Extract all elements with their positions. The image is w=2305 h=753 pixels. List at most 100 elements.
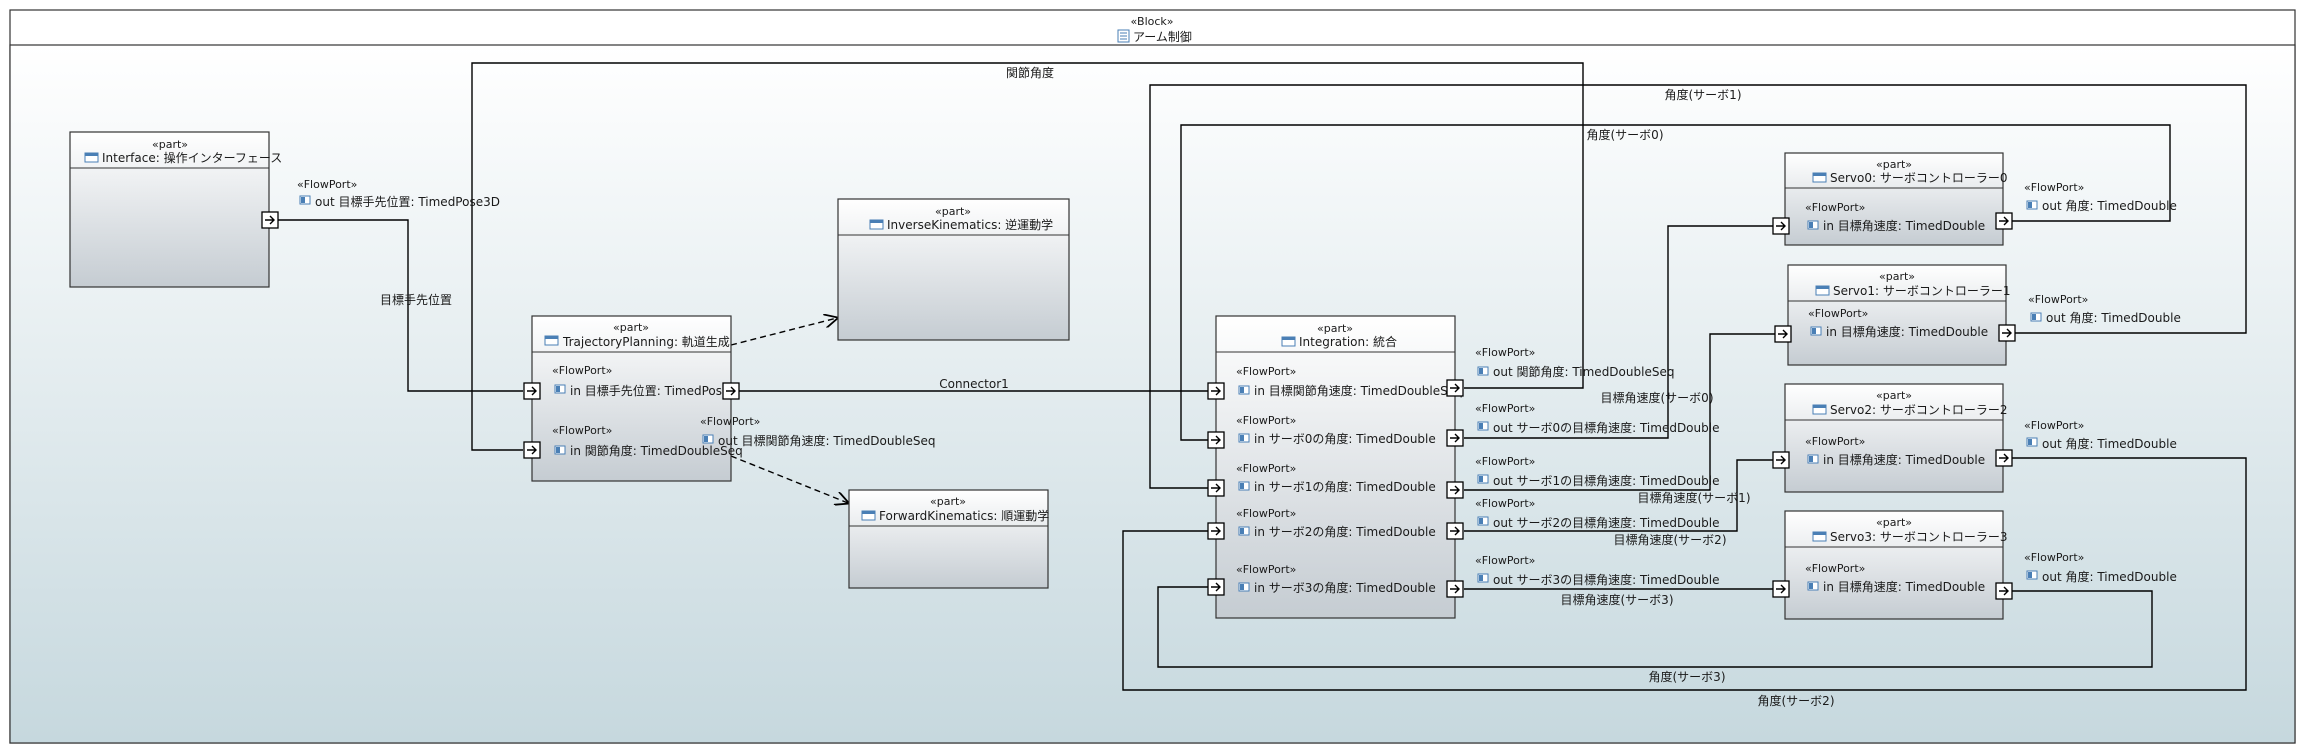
dependency-inverse[interactable]	[730, 318, 837, 346]
connector-vel-s1[interactable]	[1464, 333, 1775, 491]
connector-angle-s1[interactable]	[1149, 84, 2247, 489]
port-icon	[554, 445, 566, 455]
label-connector1: Connector1	[939, 377, 1009, 391]
block-icon	[1117, 29, 1130, 43]
flowport-stereotype: «FlowPort»	[1475, 346, 1535, 359]
port-int-in-s3[interactable]	[1207, 578, 1225, 596]
port-int-in-s2[interactable]	[1207, 522, 1225, 540]
port-iface-out[interactable]	[261, 211, 279, 229]
connector-angle-s0[interactable]	[1180, 124, 2171, 441]
port-label-int-out-s0: out サーボ0の目標角速度: TimedDouble	[1493, 420, 1719, 435]
part-icon	[544, 335, 559, 346]
connector-angle-s3[interactable]	[1157, 586, 2153, 668]
port-int-in-s0[interactable]	[1207, 431, 1225, 449]
port-traj-in-pos[interactable]	[523, 382, 541, 400]
part-stereotype: «part»	[935, 205, 971, 218]
flowport-stereotype: «FlowPort»	[700, 415, 760, 428]
part-servo1[interactable]: «part» Servo1: サーボコントローラー1 «FlowPort» in…	[1787, 264, 2011, 366]
flowport-stereotype: «FlowPort»	[1808, 307, 1868, 320]
part-servo3[interactable]: «part» Servo3: サーボコントローラー3 «FlowPort» in…	[1784, 510, 2008, 620]
flowport-stereotype: «FlowPort»	[2024, 551, 2084, 564]
port-icon	[1477, 366, 1489, 376]
port-int-in-target[interactable]	[1207, 382, 1225, 400]
port-label-int-in-s2: in サーボ2の角度: TimedDouble	[1254, 524, 1436, 539]
part-stereotype: «part»	[152, 138, 188, 151]
flowport-stereotype: «FlowPort»	[1236, 365, 1296, 378]
part-stereotype: «part»	[613, 321, 649, 334]
port-traj-in-angle[interactable]	[523, 441, 541, 459]
connector-vel-s0[interactable]	[1464, 225, 1773, 439]
label-vel-s2: 目標角速度(サーボ2)	[1614, 532, 1727, 547]
port-icon	[1810, 326, 1822, 336]
port-int-out-angle[interactable]	[1446, 379, 1464, 397]
part-stereotype: «part»	[1876, 389, 1912, 402]
part-title: Servo3: サーボコントローラー3	[1830, 530, 2008, 544]
port-label-iface-out: out 目標手先位置: TimedPose3D	[315, 194, 500, 209]
part-forward[interactable]: «part» ForwardKinematics: 順運動学	[848, 489, 1049, 589]
port-label-servo0-out: out 角度: TimedDouble	[2042, 198, 2177, 213]
port-int-out-s1[interactable]	[1446, 481, 1464, 499]
label-angle-s1: 角度(サーボ1)	[1665, 87, 1742, 102]
label-vel-s0: 目標角速度(サーボ0)	[1601, 390, 1714, 405]
part-icon	[1812, 172, 1827, 183]
label-angle-s0: 角度(サーボ0)	[1587, 127, 1664, 142]
part-stereotype: «part»	[1317, 322, 1353, 335]
part-title: InverseKinematics: 逆運動学	[887, 217, 1053, 232]
port-icon	[702, 434, 714, 444]
part-icon	[1281, 336, 1296, 347]
flowport-stereotype: «FlowPort»	[1475, 497, 1535, 510]
port-traj-out[interactable]	[722, 382, 740, 400]
part-icon	[1812, 531, 1827, 542]
port-servo3-out[interactable]	[1995, 582, 2013, 600]
port-icon	[1807, 220, 1819, 230]
flowport-stereotype: «FlowPort»	[1236, 414, 1296, 427]
connector-joint-angle[interactable]	[471, 62, 1584, 451]
part-servo0[interactable]: «part» Servo0: サーボコントローラー0 «FlowPort» in…	[1784, 152, 2008, 246]
part-title: Integration: 統合	[1299, 334, 1397, 349]
port-int-in-s1[interactable]	[1207, 479, 1225, 497]
port-int-out-s0[interactable]	[1446, 429, 1464, 447]
part-icon	[1812, 404, 1827, 415]
port-icon	[2030, 312, 2042, 322]
part-stereotype: «part»	[1879, 270, 1915, 283]
part-inverse[interactable]: «part» InverseKinematics: 逆運動学	[837, 198, 1070, 341]
part-trajectory[interactable]: «part» TrajectoryPlanning: 軌道生成 «FlowPor…	[531, 315, 743, 482]
port-int-out-s3[interactable]	[1446, 580, 1464, 598]
block-title: アーム制御	[1133, 29, 1192, 44]
flowport-stereotype: «FlowPort»	[1805, 435, 1865, 448]
label-vel-s3: 目標角速度(サーボ3)	[1561, 592, 1674, 607]
flowport-stereotype: «FlowPort»	[1805, 201, 1865, 214]
port-icon	[1238, 385, 1250, 395]
port-servo0-in[interactable]	[1772, 217, 1790, 235]
port-icon	[1477, 421, 1489, 431]
port-label-int-out-s1: out サーボ1の目標角速度: TimedDouble	[1493, 473, 1719, 488]
dependency-forward[interactable]	[730, 455, 848, 503]
port-servo3-in[interactable]	[1772, 580, 1790, 598]
port-servo1-in[interactable]	[1774, 325, 1792, 343]
port-int-out-s2[interactable]	[1446, 522, 1464, 540]
label-vel-s1: 目標角速度(サーボ1)	[1638, 490, 1751, 505]
port-label-int-out-s3: out サーボ3の目標角速度: TimedDouble	[1493, 572, 1719, 587]
connector-vel-s2[interactable]	[1464, 459, 1773, 532]
port-icon	[299, 195, 311, 205]
label-target-pos: 目標手先位置	[380, 292, 452, 307]
part-title: ForwardKinematics: 順運動学	[879, 508, 1049, 523]
part-stereotype: «part»	[1876, 516, 1912, 529]
port-servo0-out[interactable]	[1995, 212, 2013, 230]
block-frame: «Block» アーム制御	[9, 9, 2296, 744]
port-label-traj-in-pos: in 目標手先位置: TimedPose	[570, 383, 729, 398]
label-angle-s2: 角度(サーボ2)	[1758, 693, 1835, 708]
connector-target-pos[interactable]	[277, 219, 523, 392]
port-servo2-out[interactable]	[1995, 449, 2013, 467]
part-servo2[interactable]: «part» Servo2: サーボコントローラー2 «FlowPort» in…	[1784, 383, 2008, 493]
port-servo1-out[interactable]	[1998, 324, 2016, 342]
flowport-stereotype: «FlowPort»	[297, 178, 357, 191]
flowport-stereotype: «FlowPort»	[1805, 562, 1865, 575]
part-integration[interactable]: «part» Integration: 統合 «FlowPort» in 目標関…	[1215, 315, 1463, 619]
port-servo2-in[interactable]	[1772, 451, 1790, 469]
port-label-int-out-s2: out サーボ2の目標角速度: TimedDouble	[1493, 515, 1719, 530]
connector-angle-s2[interactable]	[1122, 457, 2247, 691]
port-label-traj-out: out 目標関節角速度: TimedDoubleSeq	[718, 433, 935, 448]
part-title: Interface: 操作インターフェース	[102, 150, 282, 165]
part-interface[interactable]: «part» Interface: 操作インターフェース	[69, 131, 282, 288]
